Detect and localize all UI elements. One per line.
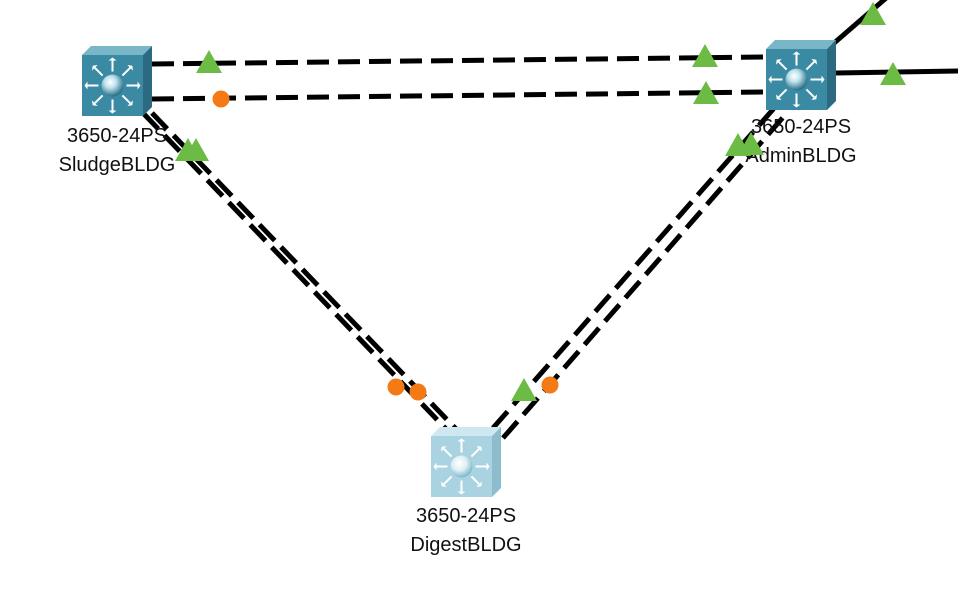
link-sludge-digest[interactable] xyxy=(150,111,459,432)
link-digest-admin[interactable] xyxy=(491,104,778,430)
port-up-triangle-icon xyxy=(880,62,906,85)
devices-layer: 3650-24PSSludgeBLDG3650-24PSAdminBLDG365… xyxy=(59,40,857,556)
port-up-triangle-icon xyxy=(738,132,764,155)
port-blocking-circle-icon xyxy=(541,376,559,394)
port-blocking-circle-icon xyxy=(387,378,405,396)
link-sludge-admin[interactable] xyxy=(151,89,769,102)
multilayer-switch-icon xyxy=(82,46,152,116)
device-hostname-label: AdminBLDG xyxy=(745,145,856,167)
port-up-triangle-icon xyxy=(196,50,222,73)
device-hostname-label: SludgeBLDG xyxy=(59,154,176,176)
device-model-label: 3650-24PS xyxy=(67,125,167,147)
link-sludge-admin[interactable] xyxy=(151,54,769,67)
port-up-triangle-icon xyxy=(693,81,719,104)
multilayer-switch-icon xyxy=(431,427,501,497)
port-up-triangle-icon xyxy=(183,138,209,161)
device-digest[interactable]: 3650-24PS DigestBLDG xyxy=(410,427,522,556)
device-model-label: 3650-24PS xyxy=(751,116,851,138)
device-sludge[interactable]: 3650-24PS SludgeBLDG xyxy=(59,46,176,176)
link-sludge-digest[interactable] xyxy=(141,111,449,432)
device-admin[interactable]: 3650-24PS AdminBLDG xyxy=(745,40,857,167)
port-markers-layer xyxy=(175,2,906,401)
device-model-label: 3650-24PS xyxy=(416,505,516,527)
multilayer-switch-icon xyxy=(766,40,836,110)
port-up-triangle-icon xyxy=(511,378,537,401)
device-hostname-label: DigestBLDG xyxy=(410,534,521,556)
port-up-triangle-icon xyxy=(692,44,718,67)
port-up-triangle-icon xyxy=(860,2,886,25)
port-blocking-circle-icon xyxy=(409,383,427,401)
port-blocking-circle-icon xyxy=(212,90,230,108)
